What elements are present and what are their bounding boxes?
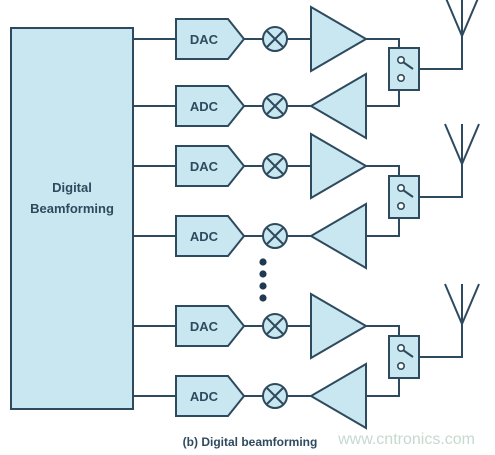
mixer-cross — [266, 157, 284, 175]
switch-contact — [396, 343, 405, 352]
tx-route-wire — [366, 165, 400, 176]
adc-label: ADC — [190, 99, 219, 114]
switch-arm — [402, 349, 414, 358]
dac-label: DAC — [190, 32, 219, 47]
dac-label: DAC — [190, 319, 219, 334]
watermark-text: www.cntronics.com — [337, 431, 475, 448]
digital-beamforming-label-line1: Digital — [52, 180, 92, 195]
mixer-cross — [266, 387, 284, 405]
digital-beamforming-block — [10, 27, 134, 410]
adc-block — [175, 375, 246, 417]
switch-contact — [396, 74, 405, 83]
power-amplifier — [310, 292, 368, 360]
adc-block — [175, 85, 246, 127]
antenna-feed-wire — [419, 36, 463, 70]
rx-route-wire — [366, 218, 400, 237]
ellipsis-dot — [259, 282, 267, 290]
mixer-cross — [266, 317, 284, 335]
ellipsis-dot — [259, 294, 267, 302]
tr-switch — [388, 175, 420, 219]
low-noise-amplifier — [309, 362, 367, 430]
switch-contact — [396, 55, 405, 64]
switch-contact — [396, 202, 405, 211]
ellipsis-dots — [259, 258, 267, 302]
tr-switch — [388, 335, 420, 379]
tx-route-wire — [366, 325, 400, 336]
antenna-icon — [444, 283, 480, 325]
digital-beamforming-label-line2: Beamforming — [30, 201, 114, 216]
mixer-cross — [266, 30, 284, 48]
rx-route-wire — [366, 378, 400, 397]
adc-label: ADC — [190, 229, 219, 244]
adc-block — [175, 215, 246, 257]
channel-group: DAC ADC DAC ADC DAC ADC — [133, 0, 480, 430]
dac-block — [175, 145, 246, 187]
low-noise-amplifier — [309, 72, 367, 140]
rx-route-wire — [366, 90, 400, 107]
antenna-icon — [444, 123, 480, 165]
dac-block — [175, 18, 246, 60]
tr-switch — [388, 47, 420, 91]
ellipsis-dot — [259, 270, 267, 278]
antenna-feed-wire — [419, 324, 463, 358]
adc-label: ADC — [190, 389, 219, 404]
switch-arm — [402, 61, 414, 70]
dac-block — [175, 305, 246, 347]
switch-contact — [396, 184, 405, 193]
antenna-icon — [445, 0, 479, 37]
power-amplifier — [310, 132, 368, 200]
figure-caption: (b) Digital beamforming — [183, 435, 318, 449]
switch-arm — [402, 189, 414, 198]
switch-contact — [396, 361, 405, 370]
power-amplifier — [310, 5, 368, 73]
ellipsis-dot — [259, 258, 267, 266]
dac-label: DAC — [190, 159, 219, 174]
mixer-cross — [266, 227, 284, 245]
tx-route-wire — [366, 38, 400, 48]
antenna-feed-wire — [419, 164, 463, 198]
low-noise-amplifier — [309, 202, 367, 270]
mixer-cross — [266, 97, 284, 115]
